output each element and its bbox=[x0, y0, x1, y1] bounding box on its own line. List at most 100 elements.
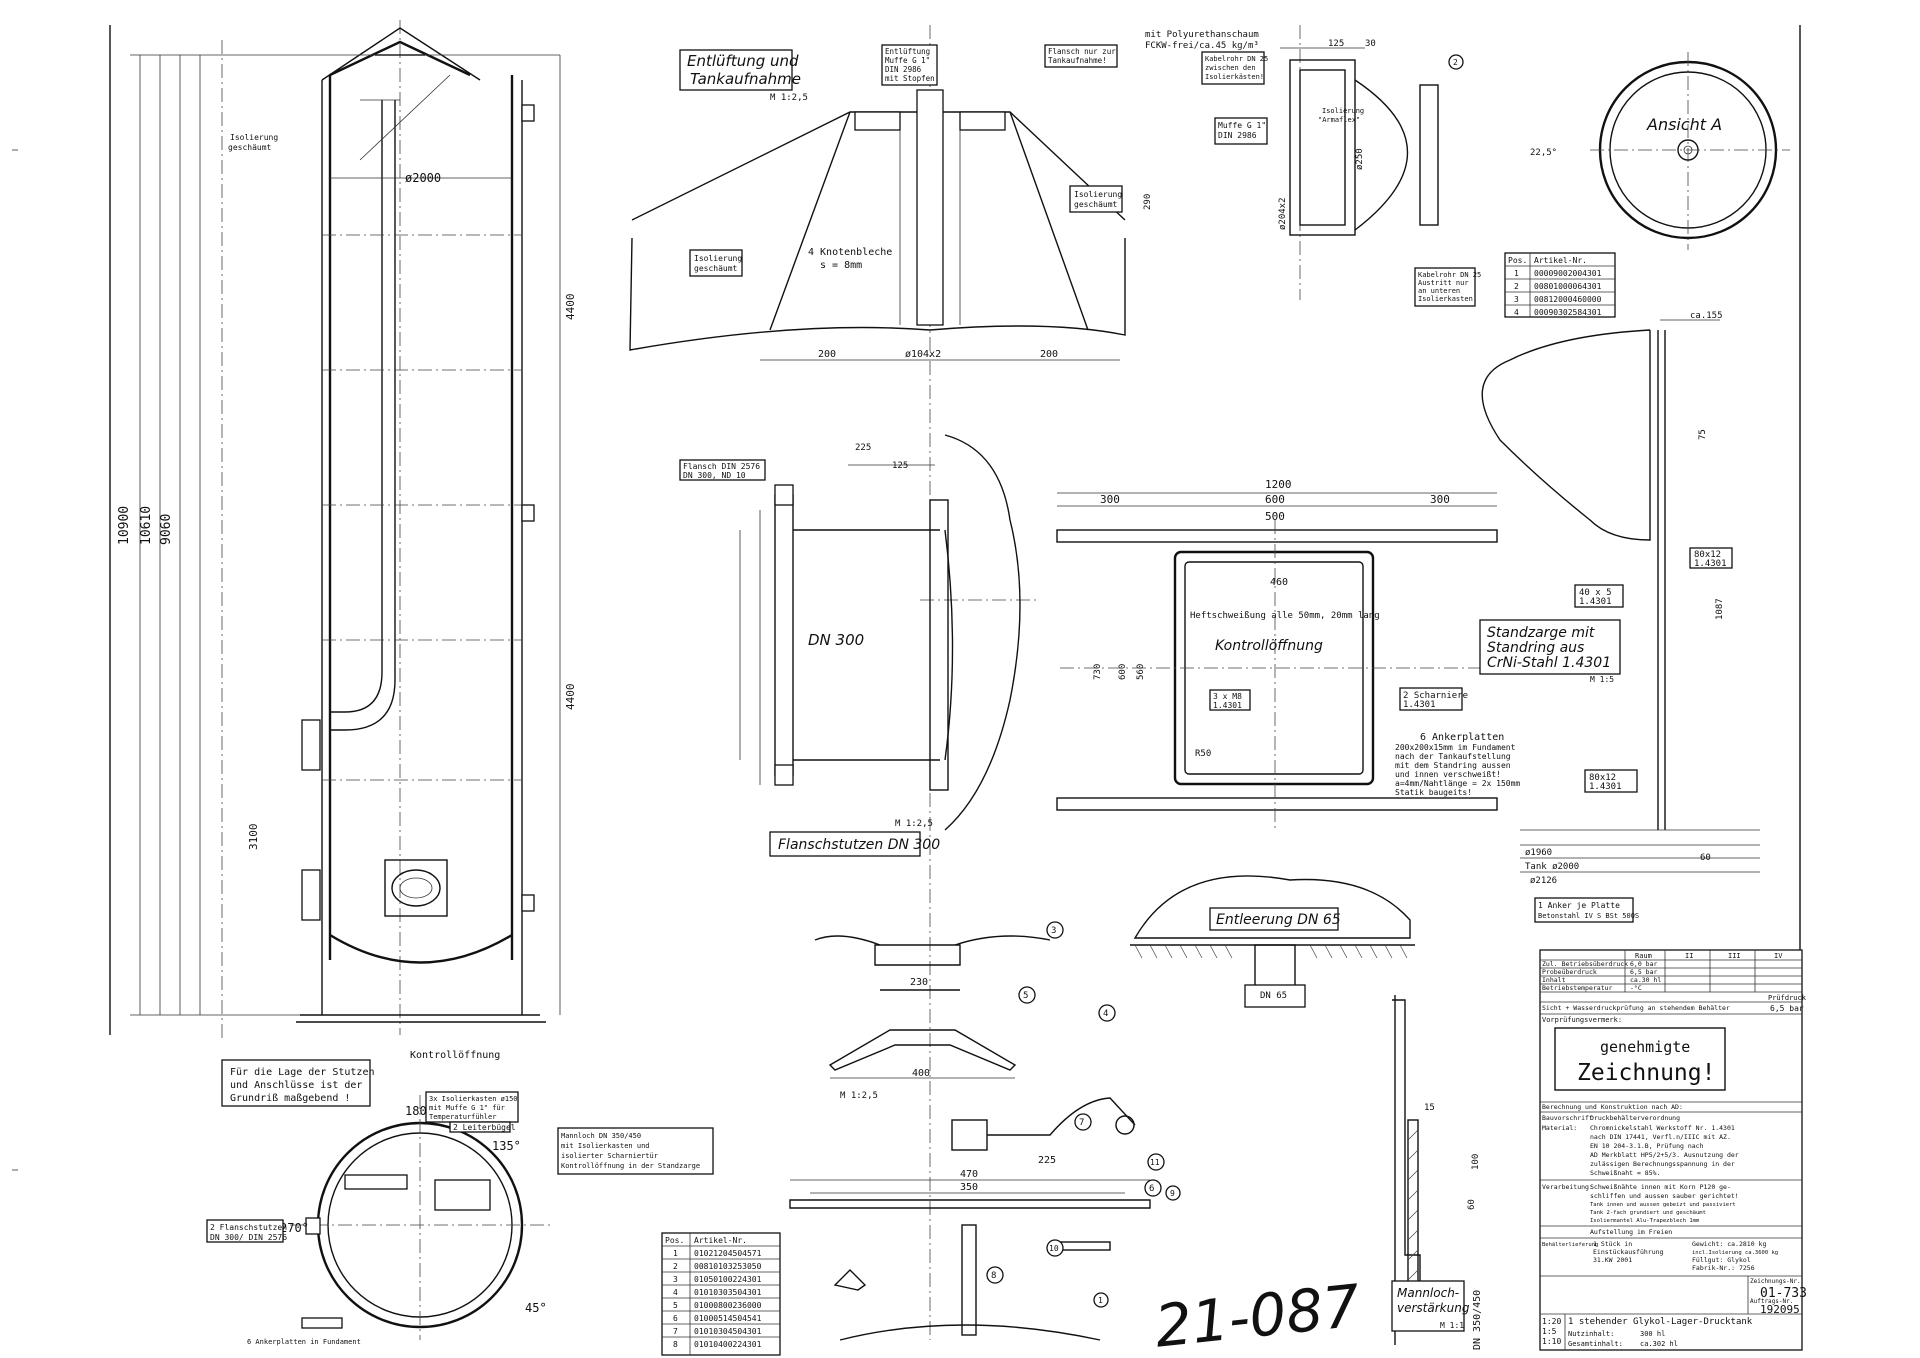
svg-text:Aufstellung im Freien: Aufstellung im Freien bbox=[1590, 1228, 1672, 1236]
svg-text:300 hl: 300 hl bbox=[1640, 1330, 1665, 1338]
svg-text:mit Stopfen: mit Stopfen bbox=[885, 74, 935, 83]
drawing-number: 01-733 bbox=[1760, 1286, 1807, 1301]
angle-135: 135° bbox=[492, 1139, 521, 1153]
svg-text:3: 3 bbox=[1051, 926, 1056, 936]
balloon-11: 11 bbox=[1147, 1153, 1165, 1171]
dim-10900: 10900 bbox=[117, 506, 132, 545]
svg-text:600: 600 bbox=[1265, 493, 1285, 506]
svg-text:1087: 1087 bbox=[1715, 598, 1725, 620]
svg-text:Pos.: Pos. bbox=[1508, 256, 1527, 265]
svg-text:Vorprüfungsvermerk:: Vorprüfungsvermerk: bbox=[1542, 1016, 1622, 1024]
anker-note: 6 Ankerplatten bbox=[1420, 732, 1504, 743]
svg-text:Zul. Betriebsüberdruck: Zul. Betriebsüberdruck bbox=[1542, 960, 1628, 968]
svg-text:470: 470 bbox=[960, 1169, 978, 1180]
svg-text:ca.30 hl: ca.30 hl bbox=[1630, 976, 1661, 984]
entlueftung-box: Entlüftung bbox=[885, 47, 930, 56]
svg-text:00009002004301: 00009002004301 bbox=[1534, 269, 1602, 278]
svg-text:DN 65: DN 65 bbox=[1260, 991, 1287, 1001]
svg-text:an unteren: an unteren bbox=[1418, 287, 1460, 295]
svg-text:R50: R50 bbox=[1195, 749, 1211, 759]
svg-text:Betonstahl IV S BSt 500S: Betonstahl IV S BSt 500S bbox=[1538, 912, 1639, 920]
svg-text:225: 225 bbox=[1038, 1155, 1056, 1166]
svg-text:Pos.: Pos. bbox=[665, 1236, 684, 1245]
heft-note: Heftschweißung alle 50mm, 20mm lang bbox=[1190, 611, 1380, 621]
manhole-title-1: Mannloch- bbox=[1397, 1286, 1459, 1300]
dim-9060: 9060 bbox=[159, 514, 174, 545]
svg-text:1: 1 bbox=[1514, 269, 1519, 278]
svg-text:Bauvorschrift: Bauvorschrift bbox=[1542, 1114, 1593, 1122]
svg-text:ø204x2: ø204x2 bbox=[1278, 197, 1288, 230]
svg-text:75: 75 bbox=[1698, 429, 1708, 440]
svg-text:1.4301: 1.4301 bbox=[1213, 701, 1242, 710]
svg-text:zwischen den: zwischen den bbox=[1205, 64, 1256, 72]
balloon-1: 1 bbox=[1093, 1292, 1109, 1308]
tank-elevation: 10900 10610 9060 3100 4400 4400 ø2000 Ko… bbox=[109, 20, 577, 1061]
balloons: 1 2 3 4 5 6 7 8 9 10 11 bbox=[986, 54, 1464, 1308]
svg-text:und Anschlüsse ist der: und Anschlüsse ist der bbox=[230, 1080, 362, 1091]
svg-text:4: 4 bbox=[1103, 1009, 1108, 1019]
svg-text:10: 10 bbox=[1049, 1244, 1059, 1253]
svg-text:1:20: 1:20 bbox=[1542, 1317, 1561, 1326]
muffe-detail: mit Polyurethanschaum FCKW-frei/ca.45 kg… bbox=[1145, 25, 1557, 307]
kontroll-label-tank: Kontrollöffnung bbox=[410, 1050, 500, 1061]
svg-text:1.4301: 1.4301 bbox=[1403, 700, 1436, 710]
svg-text:1:5: 1:5 bbox=[1542, 1327, 1557, 1336]
stand-title-3: CrNi-Stahl 1.4301 bbox=[1487, 655, 1611, 671]
svg-text:Material:: Material: bbox=[1542, 1124, 1577, 1132]
svg-text:01021204504571: 01021204504571 bbox=[694, 1249, 762, 1258]
svg-text:isolierter Scharniertür: isolierter Scharniertür bbox=[561, 1152, 658, 1160]
svg-text:600: 600 bbox=[1118, 664, 1128, 680]
balloon-4: 4 bbox=[1098, 1004, 1116, 1022]
svg-text:ca.302 hl: ca.302 hl bbox=[1640, 1340, 1678, 1348]
svg-text:M 1:1: M 1:1 bbox=[1440, 1321, 1464, 1330]
svg-text:100: 100 bbox=[1471, 1154, 1481, 1170]
svg-text:ø2126: ø2126 bbox=[1530, 876, 1557, 886]
svg-text:1: 1 bbox=[673, 1249, 678, 1258]
manhole-reinforcement: 15 100 60 Mannloch- verstärkung M 1:1 DN… bbox=[1391, 995, 1483, 1350]
svg-text:Probeüberdruck: Probeüberdruck bbox=[1542, 968, 1597, 976]
svg-text:Betriebstemperatur: Betriebstemperatur bbox=[1542, 984, 1613, 992]
title-block: Raum II III IV Zul. Betriebsüberdruck 6,… bbox=[1539, 949, 1807, 1351]
svg-text:Auftrags-Nr.: Auftrags-Nr. bbox=[1750, 1298, 1793, 1305]
svg-text:Druckbehälterverordnung: Druckbehälterverordnung bbox=[1590, 1114, 1680, 1122]
svg-text:FCKW-frei/ca.45 kg/m³: FCKW-frei/ca.45 kg/m³ bbox=[1145, 41, 1259, 51]
svg-text:s = 8mm: s = 8mm bbox=[820, 260, 862, 271]
ankerplatten-fund-label: 6 Ankerplatten in Fundament bbox=[247, 1338, 361, 1346]
svg-text:Temperaturfühler: Temperaturfühler bbox=[429, 1113, 496, 1121]
m8-label: 3 x M8 bbox=[1213, 692, 1242, 701]
flange-detail: 225 125 DN 300 Flansch DIN 2576 DN 300, … bbox=[679, 434, 1040, 857]
svg-text:Muffe G 1": Muffe G 1" bbox=[885, 56, 930, 65]
svg-text:500: 500 bbox=[1265, 510, 1285, 523]
svg-text:Grundriß maßgebend !: Grundriß maßgebend ! bbox=[230, 1093, 350, 1104]
stamp-small: genehmigte bbox=[1600, 1038, 1690, 1056]
svg-text:Sicht + Wasserdruckprüfung an: Sicht + Wasserdruckprüfung an stehendem … bbox=[1542, 1004, 1730, 1012]
grundriss-note: Für die Lage der Stutzen und Anschlüsse … bbox=[221, 1059, 375, 1107]
svg-text:200: 200 bbox=[818, 349, 836, 360]
svg-text:31.KW 2001: 31.KW 2001 bbox=[1593, 1256, 1632, 1264]
svg-text:8: 8 bbox=[991, 1271, 996, 1281]
svg-text:Schweißnaht = 85%.: Schweißnaht = 85%. bbox=[1590, 1169, 1660, 1177]
svg-text:Prüfdruck: Prüfdruck bbox=[1768, 994, 1807, 1002]
svg-text:Kontrollöffnung in der Standza: Kontrollöffnung in der Standzarge bbox=[561, 1162, 700, 1170]
svg-text:Für die Lage der Stutzen: Für die Lage der Stutzen bbox=[230, 1067, 375, 1078]
balloon-6: 6 bbox=[1144, 1179, 1162, 1197]
svg-text:geschäumt: geschäumt bbox=[694, 264, 738, 273]
svg-text:60: 60 bbox=[1700, 853, 1711, 863]
svg-text:Einstückausführung: Einstückausführung bbox=[1593, 1248, 1664, 1256]
svg-text:Nutzinhalt:: Nutzinhalt: bbox=[1568, 1330, 1614, 1338]
balloon-9: 9 bbox=[1165, 1185, 1181, 1201]
svg-text:Fabrik-Nr.: 7256: Fabrik-Nr.: 7256 bbox=[1692, 1264, 1755, 1272]
svg-text:Austritt nur: Austritt nur bbox=[1418, 279, 1469, 287]
svg-text:200: 200 bbox=[1040, 349, 1058, 360]
svg-text:300: 300 bbox=[1100, 493, 1120, 506]
svg-text:6: 6 bbox=[673, 1314, 678, 1323]
balloon-8: 8 bbox=[986, 1266, 1004, 1284]
balloon-3: 3 bbox=[1046, 921, 1064, 939]
svg-text:Artikel-Nr.: Artikel-Nr. bbox=[1534, 256, 1587, 265]
vent-detail: Entlüftung und Tankaufnahme M 1:2,5 200 … bbox=[629, 25, 1153, 1340]
dim-3100: 3100 bbox=[247, 824, 260, 851]
ansicht-a: Ansicht A bbox=[1590, 25, 1801, 1345]
svg-text:geschäumt: geschäumt bbox=[1074, 200, 1118, 209]
svg-text:00801000064301: 00801000064301 bbox=[1534, 282, 1602, 291]
stand-title-1: Standzarge mit bbox=[1487, 625, 1595, 641]
